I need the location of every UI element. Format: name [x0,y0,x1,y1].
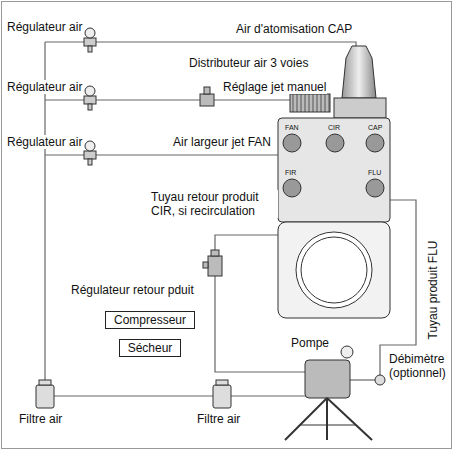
part-label: Tuyau produit FLU [426,240,440,341]
part-label: Air d'atomisation CAP [235,22,353,36]
part-label: Réglage jet manuel [222,80,327,94]
part-label: Régulateur air [6,80,83,94]
part-label: Distributeur air 3 voies [188,56,309,70]
port-label: CIR [328,124,340,132]
equipment-box: Sécheur [119,339,182,357]
air-filters [36,380,231,408]
part-label: Régulateur retour pduit [70,283,195,297]
return-regulator [203,250,222,276]
part-label: Filtre air [196,412,241,426]
port-label: FAN [285,124,299,132]
part-label: Régulateur air [6,20,83,34]
part-label: Tuyau retour produit CIR, si recirculati… [150,190,278,218]
box-text: Sécheur [128,341,173,355]
pump [285,346,372,440]
part-label: Régulateur air [6,135,83,149]
flowmeter [375,375,385,385]
part-label: Débimètre (optionnel) [388,352,450,380]
box-text: Compresseur [114,313,186,327]
part-label: Air largeur jet FAN [172,135,272,149]
equipment-box: Compresseur [105,311,195,329]
port-label: CAP [368,124,382,132]
three-way-valve [200,87,214,106]
port-label: FLU [368,169,381,177]
part-label: Pompe [290,336,330,350]
part-label: Filtre air [18,412,63,426]
air-regulators [84,28,96,165]
product-lines [215,200,416,380]
port-label: FIR [285,169,296,177]
